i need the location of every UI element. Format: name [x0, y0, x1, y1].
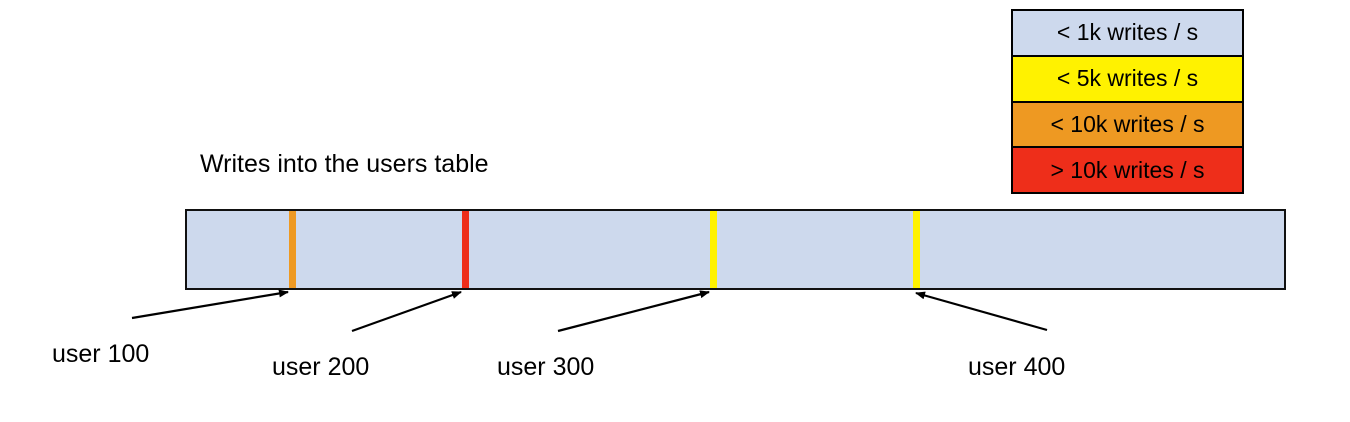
callout-label-user-300: user 300 [497, 353, 595, 381]
marker-user-400 [913, 211, 920, 288]
keyspace-bar [185, 209, 1286, 290]
legend-label-lt-10k: < 10k writes / s [1050, 110, 1205, 137]
legend-row-lt-10k: < 10k writes / s [1013, 102, 1242, 149]
legend-label-lt-1k: < 1k writes / s [1056, 19, 1199, 46]
marker-user-300 [710, 211, 717, 288]
marker-user-200 [462, 211, 469, 288]
marker-user-100 [289, 211, 296, 288]
callout-label-user-200: user 200 [272, 353, 370, 381]
legend-row-lt-1k: < 1k writes / s [1013, 11, 1242, 57]
legend-row-lt-5k: < 5k writes / s [1013, 56, 1242, 103]
legend-row-gt-10k: > 10k writes / s [1013, 148, 1242, 192]
legend: < 1k writes / s < 5k writes / s < 10k wr… [1011, 9, 1244, 194]
legend-label-lt-5k: < 5k writes / s [1056, 65, 1199, 92]
chart-title: Writes into the users table [200, 150, 489, 178]
callout-label-user-400: user 400 [968, 353, 1066, 381]
legend-label-gt-10k: > 10k writes / s [1050, 156, 1205, 183]
callout-label-user-100: user 100 [52, 340, 150, 368]
